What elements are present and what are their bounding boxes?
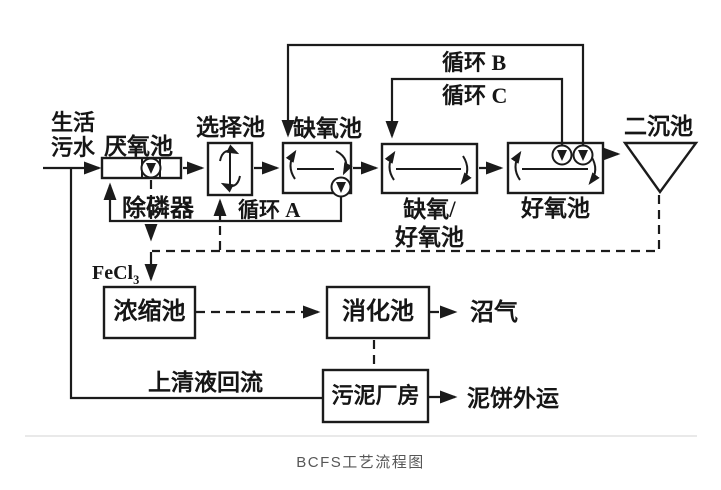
clarifier-triangle: [622, 141, 699, 195]
selector-tank-box: [206, 141, 254, 197]
anaerobic-tank-label: 厌氧池: [104, 134, 173, 159]
mud-cake-label: 泥饼外运: [467, 386, 559, 411]
aerobic-tank-box: [506, 141, 605, 195]
sludge-return-dashed-line: [152, 195, 661, 253]
pump-icon: [572, 144, 594, 166]
supernatant-return-label: 上清液回流: [148, 370, 263, 395]
sludge-house-box: [321, 368, 430, 424]
selector-tank-label: 选择池: [196, 115, 265, 140]
clarifier-label: 二沉池: [624, 114, 693, 139]
circulation-arrows-icon: [285, 149, 353, 180]
aerobic-tank-label: 好氧池: [521, 196, 590, 221]
anaerobic-tank-box: [100, 156, 183, 180]
biogas-label: 沼气: [470, 300, 518, 326]
pump-icon: [551, 144, 573, 166]
figure-caption: BCFS工艺流程图: [296, 454, 425, 471]
loop-b-line: [281, 43, 585, 145]
pump-icon: [330, 176, 352, 198]
divider-line: [25, 435, 697, 437]
loop-a-label: 循环 A: [238, 198, 301, 222]
supernatant-return-line: [69, 168, 323, 400]
phosphorus-remover-label: 除磷器: [122, 196, 194, 222]
anoxic-aerobic-tank-box: [380, 142, 479, 195]
sludge-house-label: 污泥厂房: [331, 383, 420, 408]
loop-c-line: [385, 77, 564, 145]
circulation-arrows-icon: [384, 150, 472, 185]
fecl3-label: FeCl3: [92, 262, 140, 287]
influent-label: 生活 污水: [51, 110, 96, 160]
digester-label: 消化池: [342, 299, 414, 325]
anoxic-aerobic-tank-label: 缺氧/ 好氧池: [395, 197, 464, 250]
anoxic-tank-box: [281, 141, 353, 198]
pump-icon: [140, 157, 162, 179]
loop-c-label: 循环 C: [442, 83, 508, 108]
digester-box: [325, 285, 431, 340]
thickener-box: [102, 285, 197, 340]
circulation-arrows-icon: [219, 144, 241, 193]
thickener-label: 浓缩池: [113, 299, 186, 325]
anoxic-tank-label: 缺氧池: [293, 116, 362, 141]
loop-b-label: 循环 B: [442, 50, 507, 75]
loop-a-line: [103, 182, 343, 223]
